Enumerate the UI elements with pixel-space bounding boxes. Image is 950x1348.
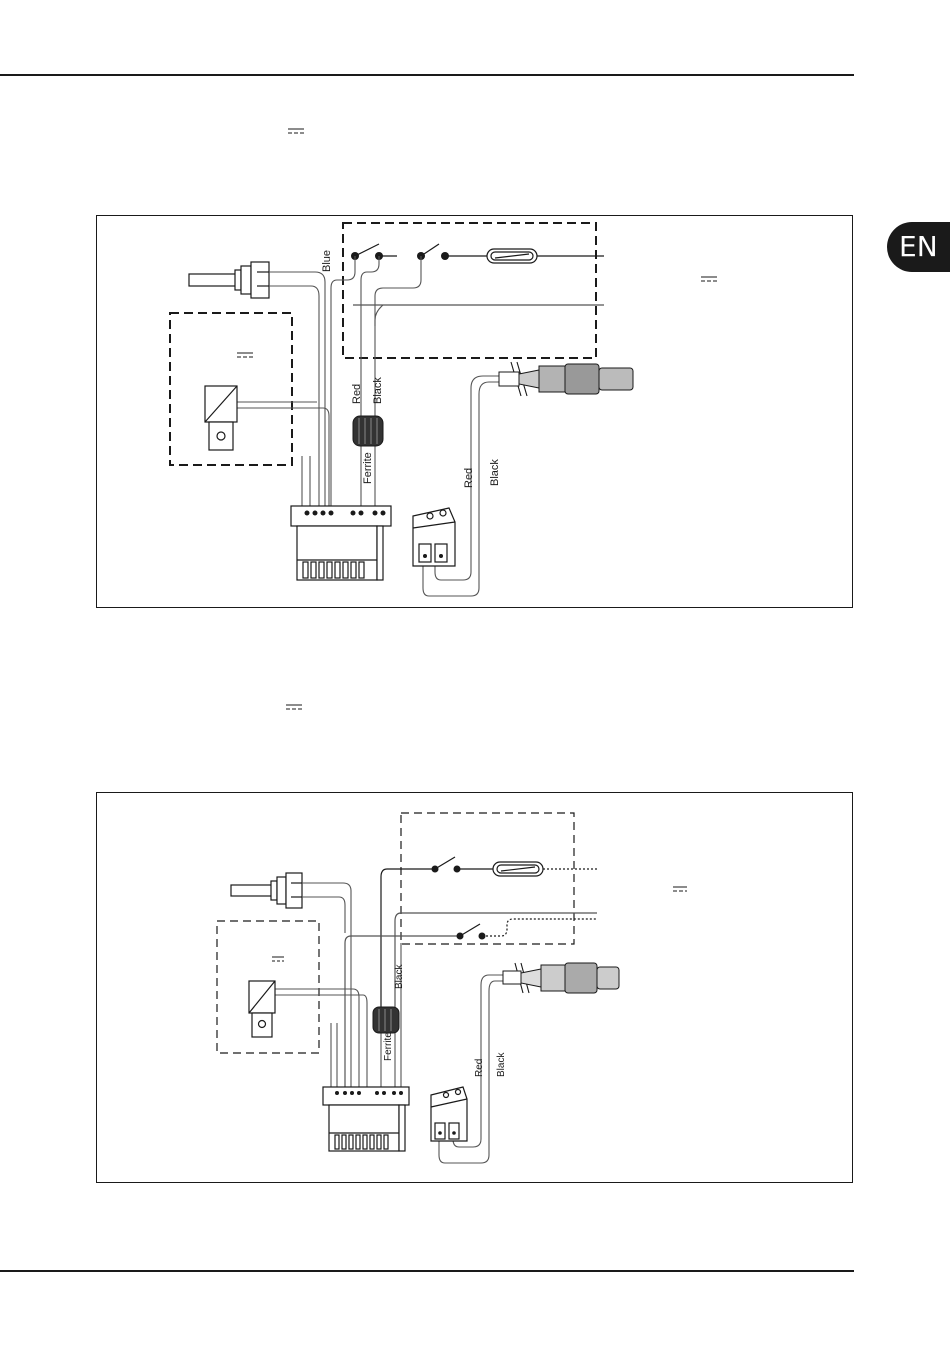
wire-label-ferrite: Ferrite (362, 452, 374, 484)
relay-icon (249, 981, 275, 1037)
control-box-outline (401, 813, 574, 944)
dc-voltage-icon (288, 128, 304, 134)
language-tab: EN (887, 222, 950, 272)
wire-label-red: Red (351, 384, 363, 404)
wiring-diagram-1: Blue Red Black Ferrite Red Black (96, 215, 853, 608)
terminal-block-icon (323, 1087, 409, 1151)
fuse-icon (487, 249, 537, 263)
wiring-diagram-2: Black Ferrite Red Black (96, 792, 853, 1183)
fuse-icon (493, 862, 543, 876)
wire-label-black: Black (489, 459, 501, 486)
bottom-rule (0, 1270, 854, 1272)
sensor-probe-icon (189, 262, 269, 298)
terminal-block-icon (291, 506, 391, 580)
wire-label-red: Red (463, 468, 475, 488)
power-terminal-icon (431, 1087, 467, 1141)
wire-label-black: Black (394, 964, 405, 989)
wire-label-black: Black (496, 1052, 507, 1077)
switch-contact (457, 933, 464, 940)
relay-icon (205, 386, 237, 450)
switch-contact (432, 866, 439, 873)
switch-contact (479, 933, 486, 940)
switch-contact (454, 866, 461, 873)
ferrite-core-icon (353, 416, 383, 446)
control-box-outline (343, 223, 596, 358)
top-rule (0, 74, 854, 76)
wire-label-black: Black (372, 377, 384, 404)
power-terminal-icon (413, 508, 455, 566)
wire-label-red: Red (474, 1059, 485, 1077)
wire-label-blue: Blue (321, 250, 333, 272)
sensor-connector-icon (503, 963, 619, 993)
wire-label-ferrite: Ferrite (383, 1032, 394, 1061)
dc-voltage-icon (286, 704, 302, 710)
ferrite-core-icon (373, 1007, 399, 1033)
sensor-probe-icon (231, 873, 302, 908)
switch-contact (441, 252, 449, 260)
dc-voltage-icon (237, 277, 717, 357)
